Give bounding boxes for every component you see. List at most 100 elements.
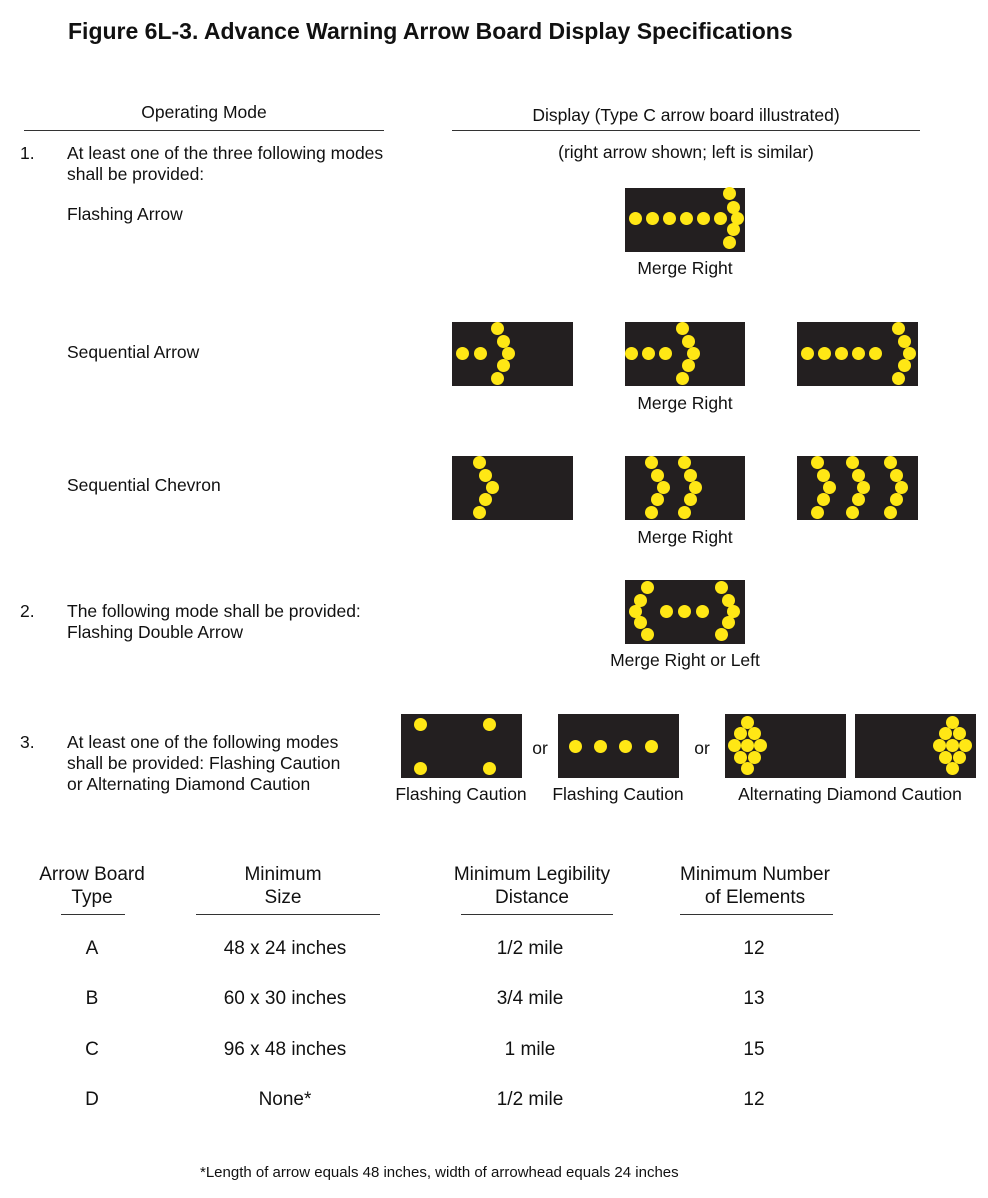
lamp-element xyxy=(656,480,670,494)
flashing-caution-caption-1: Flashing Caution xyxy=(395,784,527,804)
figure-title: Figure 6L-3. Advance Warning Arrow Board… xyxy=(68,18,793,44)
lamp-element xyxy=(747,750,761,764)
table-header-size: Minimum Size xyxy=(196,863,370,909)
lamp-element xyxy=(640,580,654,594)
lamp-element xyxy=(856,480,870,494)
sequential-arrow-label: Sequential Arrow xyxy=(67,342,200,362)
lamp-element xyxy=(659,604,673,618)
lamp-element xyxy=(958,738,972,752)
lamp-element xyxy=(722,186,736,200)
display-rule xyxy=(452,130,920,131)
table-cell-distance: 3/4 mile xyxy=(496,988,564,1009)
lamp-element xyxy=(501,346,515,360)
lamp-element xyxy=(851,492,865,506)
lamp-element xyxy=(628,604,642,618)
merge-right-or-left-caption: Merge Right or Left xyxy=(610,650,760,670)
mode-2-line-1: The following mode shall be provided: xyxy=(67,601,361,621)
lamp-element xyxy=(714,627,728,641)
diamond-caution-board-2 xyxy=(855,714,976,778)
mode-3-line-2: shall be provided: Flashing Caution xyxy=(67,753,341,773)
flashing-double-arrow-board xyxy=(625,580,745,644)
lamp-element xyxy=(478,468,492,482)
lamp-element xyxy=(816,492,830,506)
lamp-element xyxy=(633,615,647,629)
diamond-caution-board-1 xyxy=(725,714,846,778)
sequential-arrow-board-1 xyxy=(452,321,573,386)
lamp-element xyxy=(902,346,916,360)
mode-1-number: 1. xyxy=(20,143,35,163)
table-header-distance-rule xyxy=(461,914,613,915)
lamp-element xyxy=(490,321,504,335)
flashing-caution-caption-2: Flashing Caution xyxy=(552,784,684,804)
table-cell-size: 48 x 24 inches xyxy=(223,938,347,959)
lamp-element xyxy=(945,738,959,752)
lamp-element xyxy=(897,334,911,348)
sequential-arrow-board-3 xyxy=(797,321,918,386)
merge-right-caption-1: Merge Right xyxy=(637,258,733,278)
mode-3-number: 3. xyxy=(20,732,35,752)
lamp-element xyxy=(658,346,672,360)
lamp-element xyxy=(568,739,582,753)
table-cell-distance: 1 mile xyxy=(504,1039,556,1060)
table-cell-size: 60 x 30 inches xyxy=(223,988,347,1009)
lamp-element xyxy=(485,480,499,494)
alternating-diamond-caution-caption: Alternating Diamond Caution xyxy=(738,784,962,804)
lamp-element xyxy=(679,211,693,225)
lamp-element xyxy=(413,717,427,731)
mode-1-line-2: shall be provided: xyxy=(67,164,205,184)
lamp-element xyxy=(727,738,741,752)
lamp-element xyxy=(650,468,664,482)
lamp-element xyxy=(938,726,952,740)
lamp-element xyxy=(932,738,946,752)
lamp-element xyxy=(845,505,859,519)
table-header-type-line-1: Arrow Board xyxy=(39,864,145,885)
display-header: Display (Type C arrow board illustrated) xyxy=(532,105,840,125)
lamp-element xyxy=(945,715,959,729)
sequential-arrow-board-2 xyxy=(624,321,745,386)
table-header-elements: Minimum Number of Elements xyxy=(665,863,845,909)
lamp-element xyxy=(677,604,691,618)
lamp-element xyxy=(675,371,689,385)
table-cell-size: 96 x 48 inches xyxy=(223,1039,347,1060)
table-header-type: Arrow Board Type xyxy=(26,863,158,909)
lamp-element xyxy=(650,492,664,506)
lamp-element xyxy=(641,346,655,360)
lamp-element xyxy=(713,211,727,225)
lamp-element xyxy=(644,505,658,519)
mode-1-line-1: At least one of the three following mode… xyxy=(67,143,384,163)
lamp-element xyxy=(810,455,824,469)
mode-3-line-3: or Alternating Diamond Caution xyxy=(67,774,311,794)
lamp-element xyxy=(686,346,700,360)
flashing-caution-board-1 xyxy=(401,714,522,778)
lamp-element xyxy=(624,346,638,360)
table-cell-type: A xyxy=(85,938,99,959)
lamp-element xyxy=(721,615,735,629)
mode-3-line-1: At least one of the following modes xyxy=(67,732,339,752)
table-cell-distance: 1/2 mile xyxy=(496,1089,564,1110)
lamp-element xyxy=(722,235,736,249)
lamp-element xyxy=(740,761,754,775)
lamp-element xyxy=(845,455,859,469)
lamp-element xyxy=(644,739,658,753)
lamp-element xyxy=(800,346,814,360)
operating-mode-header: Operating Mode xyxy=(141,102,267,122)
lamp-element xyxy=(618,739,632,753)
sequential-chevron-board-3 xyxy=(797,455,918,520)
lamp-element xyxy=(816,468,830,482)
lamp-element xyxy=(726,604,740,618)
lamp-element xyxy=(868,346,882,360)
lamp-element xyxy=(683,492,697,506)
lamp-element xyxy=(889,468,903,482)
table-header-elements-rule xyxy=(680,914,833,915)
lamp-element xyxy=(472,505,486,519)
lamp-element xyxy=(883,455,897,469)
footnote: *Length of arrow equals 48 inches, width… xyxy=(200,1164,679,1181)
table-cell-distance: 1/2 mile xyxy=(496,938,564,959)
lamp-element xyxy=(834,346,848,360)
lamp-element xyxy=(688,480,702,494)
lamp-element xyxy=(851,468,865,482)
lamp-element xyxy=(593,739,607,753)
merge-right-caption-2: Merge Right xyxy=(637,393,733,413)
or-separator-1: or xyxy=(532,738,548,758)
lamp-element xyxy=(883,505,897,519)
